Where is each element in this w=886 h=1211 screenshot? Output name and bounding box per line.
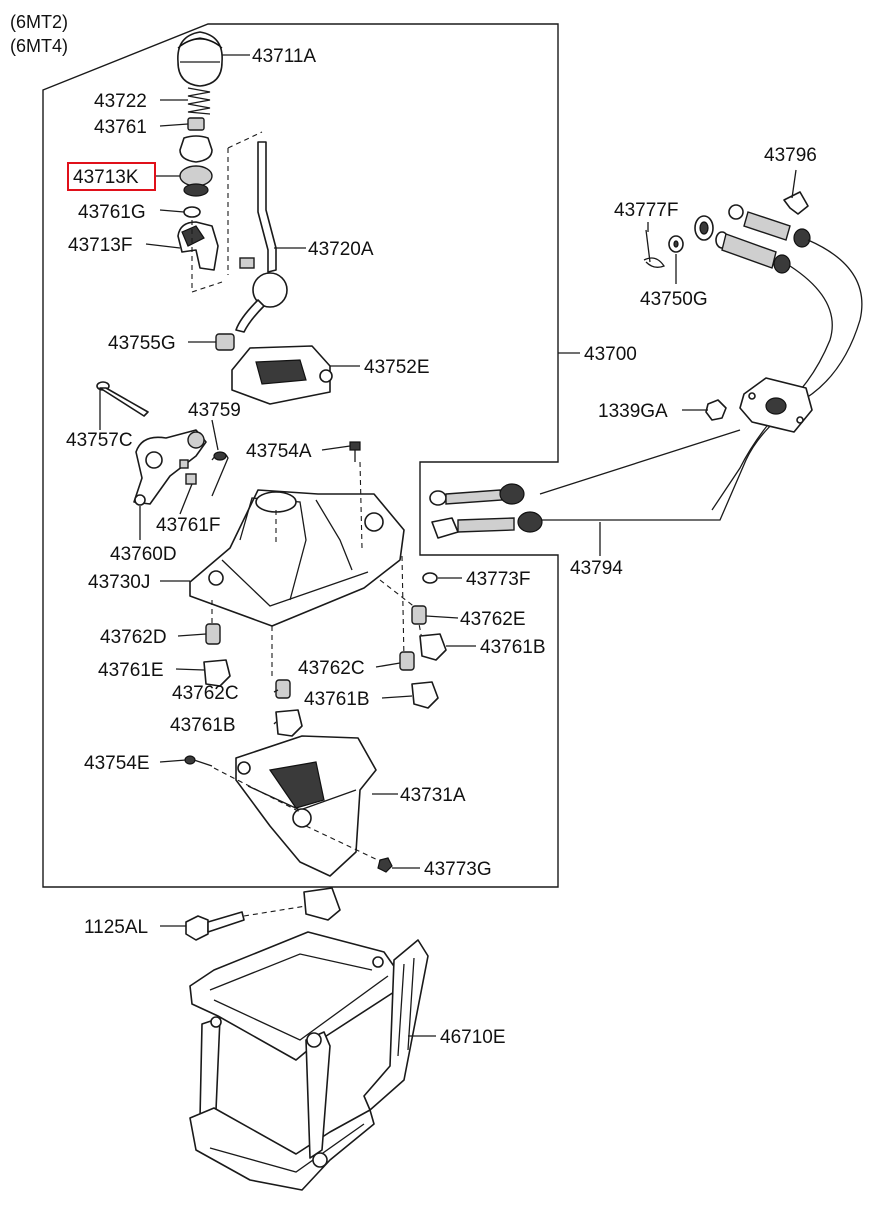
label-43761B-lower[interactable]: 43761B xyxy=(170,715,236,736)
assembly-frame-43700 xyxy=(42,23,559,888)
label-43762D[interactable]: 43762D xyxy=(100,627,167,648)
label-1125AL[interactable]: 1125AL xyxy=(84,917,148,938)
bushing-43761[interactable] xyxy=(187,117,205,131)
shift-knob-43711A[interactable] xyxy=(177,31,223,87)
label-43722[interactable]: 43722 xyxy=(94,91,147,112)
label-1339GA[interactable]: 1339GA xyxy=(598,401,668,422)
guide-dash-bracket xyxy=(243,905,307,917)
label-43720A[interactable]: 43720A xyxy=(308,239,374,260)
nut-43773G[interactable] xyxy=(377,857,393,873)
label-43759[interactable]: 43759 xyxy=(188,400,241,421)
label-43761[interactable]: 43761 xyxy=(94,117,147,138)
shift-lever-43720A[interactable] xyxy=(235,141,288,333)
label-43750G[interactable]: 43750G xyxy=(640,289,708,310)
cable-shift-end-fittings[interactable] xyxy=(429,483,543,539)
label-43760D[interactable]: 43760D xyxy=(110,544,177,565)
lock-piece-43713F[interactable] xyxy=(177,221,219,271)
ring-43761G[interactable] xyxy=(183,206,201,218)
label-43700[interactable]: 43700 xyxy=(584,344,637,365)
bolt-43754E[interactable] xyxy=(184,755,213,767)
label-43773F[interactable]: 43773F xyxy=(466,569,530,590)
bracket-43752E[interactable] xyxy=(231,345,333,405)
label-43762E[interactable]: 43762E xyxy=(460,609,526,630)
label-43711A[interactable]: 43711A xyxy=(252,46,316,67)
label-43777F[interactable]: 43777F xyxy=(614,200,678,221)
leader-lines xyxy=(99,54,797,1037)
grommet-43761B-right[interactable] xyxy=(411,681,439,709)
bushing-43759[interactable] xyxy=(187,431,205,449)
label-43754E[interactable]: 43754E xyxy=(84,753,150,774)
collar-43762C-left[interactable] xyxy=(275,679,291,699)
label-43752E[interactable]: 43752E xyxy=(364,357,430,378)
variant-label-6mt2: (6MT2) xyxy=(10,12,68,32)
pin-43777F[interactable] xyxy=(643,229,665,268)
shift-cables-43794[interactable] xyxy=(539,239,863,521)
label-43713F[interactable]: 43713F xyxy=(68,235,132,256)
grommet-plate[interactable] xyxy=(739,377,813,433)
boot-43713K[interactable] xyxy=(179,135,213,197)
washer-43750G[interactable] xyxy=(668,235,684,253)
collar-43762E[interactable] xyxy=(411,605,427,625)
pin-43761F[interactable] xyxy=(179,459,197,485)
lower-housing-43731A[interactable] xyxy=(235,735,377,877)
label-43794[interactable]: 43794 xyxy=(570,558,623,579)
label-43761B-right[interactable]: 43761B xyxy=(304,689,370,710)
label-43713K[interactable]: 43713K xyxy=(73,167,139,188)
label-43731A[interactable]: 43731A xyxy=(400,785,466,806)
label-43757C[interactable]: 43757C xyxy=(66,430,133,451)
bolt-43754A[interactable] xyxy=(349,441,361,462)
grommet-43761B-lower[interactable] xyxy=(275,709,303,737)
guide-dash-lower xyxy=(213,767,383,863)
label-43761E[interactable]: 43761E xyxy=(98,660,164,681)
label-43761B-upper[interactable]: 43761B xyxy=(480,637,546,658)
bolt-1125AL[interactable] xyxy=(185,911,245,941)
grommet-43761B-upper[interactable] xyxy=(419,633,447,661)
label-43762C-left[interactable]: 43762C xyxy=(172,683,239,704)
lever-plate-43760D[interactable] xyxy=(133,429,207,506)
clip-43796[interactable] xyxy=(783,191,809,215)
cable-end-fittings[interactable] xyxy=(694,204,811,274)
bolt-43757C[interactable] xyxy=(96,381,149,417)
washer-43773F[interactable] xyxy=(422,572,438,584)
label-43773G[interactable]: 43773G xyxy=(424,859,492,880)
label-43754A[interactable]: 43754A xyxy=(246,441,312,462)
highlight-box-43713K xyxy=(67,162,156,191)
grommet-43761E[interactable] xyxy=(203,659,231,687)
label-46710E[interactable]: 46710E xyxy=(440,1027,506,1048)
label-43755G[interactable]: 43755G xyxy=(108,333,176,354)
variant-label-6mt4: (6MT4) xyxy=(10,36,68,56)
label-43761F[interactable]: 43761F xyxy=(156,515,220,536)
housing-43730J[interactable] xyxy=(189,489,405,627)
mounting-bracket-46710E[interactable] xyxy=(189,887,429,1191)
guide-dash-knob xyxy=(191,131,263,293)
label-43761G[interactable]: 43761G xyxy=(78,202,146,223)
label-43730J[interactable]: 43730J xyxy=(88,572,150,593)
label-43762C-right[interactable]: 43762C xyxy=(298,658,365,679)
clip-43759[interactable] xyxy=(211,451,229,497)
collar-43762D[interactable] xyxy=(205,623,221,645)
nut-1339GA[interactable] xyxy=(705,399,727,421)
bushing-43755G[interactable] xyxy=(215,333,235,351)
label-43796[interactable]: 43796 xyxy=(764,145,817,166)
collar-43762C-right[interactable] xyxy=(399,651,415,671)
spring-43722[interactable] xyxy=(187,87,211,115)
